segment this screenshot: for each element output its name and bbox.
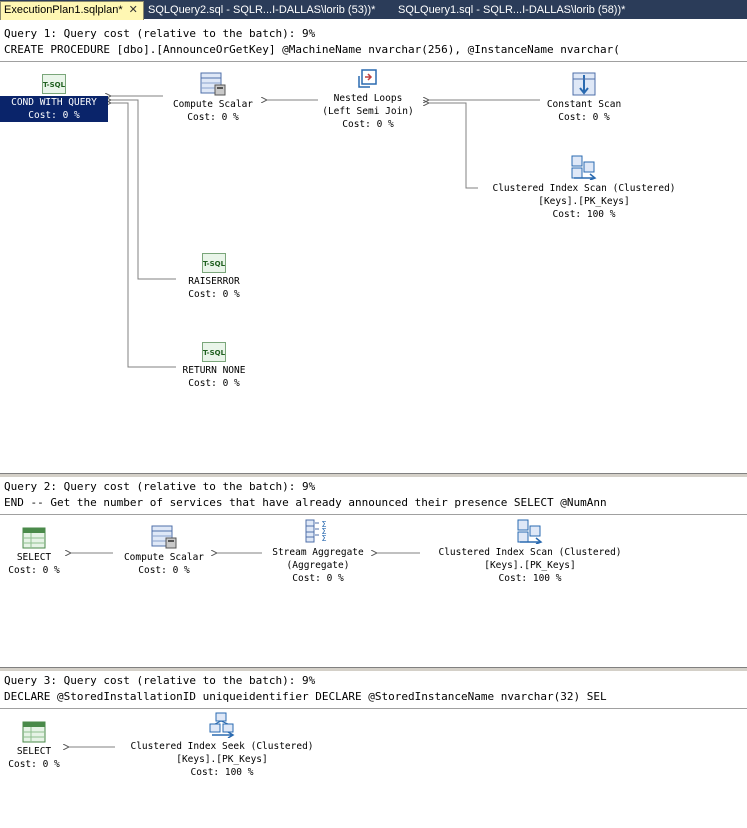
tab-label: SQLQuery2.sql - SQLR...I-DALLAS\lorib (5… [148, 4, 376, 16]
node-raiserror[interactable]: T-SQL RAISERROR Cost: 0 % [176, 253, 252, 301]
clustered-index-scan-icon [517, 519, 543, 544]
svg-text:Σ: Σ [321, 520, 326, 529]
compute-scalar-icon [200, 72, 226, 96]
node-clustered-index-scan[interactable]: Clustered Index Scan (Clustered) [Keys].… [422, 518, 638, 585]
query-title: Query 3: Query cost (relative to the bat… [4, 674, 316, 687]
node-clustered-index-seek[interactable]: Clustered Index Seek (Clustered) [Keys].… [114, 712, 330, 779]
tsql-icon: T-SQL [202, 342, 226, 362]
query-title: Query 1: Query cost (relative to the bat… [4, 27, 316, 40]
query1-header: Query 1: Query cost (relative to the bat… [0, 26, 747, 58]
node-clustered-index-scan[interactable]: Clustered Index Scan (Clustered) [Keys].… [476, 154, 692, 221]
select-icon [22, 527, 46, 549]
pane-splitter[interactable] [0, 473, 747, 478]
divider [0, 61, 747, 62]
node-stream-aggregate[interactable]: Σ Σ Σ Stream Aggregate (Aggregate) Cost:… [272, 519, 364, 584]
node-constant-scan[interactable]: Constant Scan Cost: 0 % [534, 72, 634, 124]
tab-label: ExecutionPlan1.sqlplan* [4, 4, 123, 16]
document-tab-bar: ExecutionPlan1.sqlplan* ✕ SQLQuery2.sql -… [0, 0, 747, 20]
pane-splitter[interactable] [0, 667, 747, 672]
svg-text:T-SQL: T-SQL [203, 260, 226, 268]
query-sql-text: END -- Get the number of services that h… [4, 496, 607, 509]
svg-text:Σ: Σ [321, 534, 326, 543]
constant-scan-icon [572, 72, 596, 96]
stream-aggregate-icon: Σ Σ Σ [305, 519, 327, 543]
tab-sqlquery1[interactable]: SQLQuery1.sql - SQLR...I-DALLAS\lorib (5… [398, 2, 625, 19]
svg-text:T-SQL: T-SQL [43, 81, 66, 89]
query-title: Query 2: Query cost (relative to the bat… [4, 480, 316, 493]
node-return-none[interactable]: T-SQL RETURN NONE Cost: 0 % [172, 342, 256, 390]
clustered-index-seek-icon [209, 712, 235, 738]
query2-header: Query 2: Query cost (relative to the bat… [0, 479, 747, 511]
node-compute-scalar[interactable]: Compute Scalar Cost: 0 % [160, 72, 266, 124]
tab-label: SQLQuery1.sql - SQLR...I-DALLAS\lorib (5… [398, 4, 626, 16]
tsql-icon: T-SQL [202, 253, 226, 273]
tsql-icon: T-SQL [42, 74, 66, 94]
node-compute-scalar[interactable]: Compute Scalar Cost: 0 % [112, 525, 216, 577]
close-icon[interactable]: ✕ [128, 4, 138, 16]
select-icon [22, 721, 46, 743]
divider [0, 514, 747, 515]
svg-text:Σ: Σ [321, 527, 326, 536]
node-select[interactable]: SELECT Cost: 0 % [0, 527, 68, 577]
node-select[interactable]: SELECT Cost: 0 % [0, 721, 68, 771]
query-sql-text: DECLARE @StoredInstallationID uniqueiden… [4, 690, 607, 703]
tab-execution-plan1[interactable]: ExecutionPlan1.sqlplan* ✕ [0, 1, 144, 20]
compute-scalar-icon [151, 525, 177, 549]
divider [0, 708, 747, 709]
tab-sqlquery2[interactable]: SQLQuery2.sql - SQLR...I-DALLAS\lorib (5… [148, 2, 375, 19]
nested-loops-icon [358, 69, 377, 88]
query3-header: Query 3: Query cost (relative to the bat… [0, 673, 747, 705]
clustered-index-scan-icon [571, 155, 597, 180]
svg-text:T-SQL: T-SQL [203, 349, 226, 357]
node-nested-loops[interactable]: Nested Loops (Left Semi Join) Cost: 0 % [312, 66, 424, 131]
query-sql-text: CREATE PROCEDURE [dbo].[AnnounceOrGetKey… [4, 43, 620, 56]
node-cond-with-query[interactable]: T-SQL COND WITH QUERY Cost: 0 % [0, 74, 108, 122]
